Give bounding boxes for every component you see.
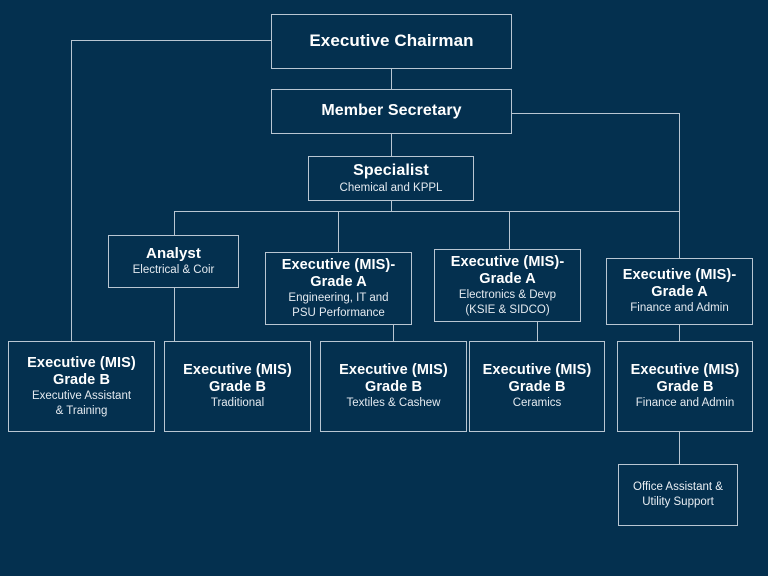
node-title-line1: Executive (MIS)- — [622, 266, 737, 283]
node-subtitle-line1: Textiles & Cashew — [346, 397, 441, 410]
node-subtitle: Chemical and KPPL — [339, 181, 443, 194]
node-title-line1: Executive (MIS) — [339, 361, 448, 378]
node-executive-chairman[interactable]: Executive Chairman — [271, 14, 512, 69]
connector-bus-drop-ga2 — [509, 211, 510, 252]
node-title-line2: Grade B — [364, 379, 423, 396]
node-subtitle-line1: Ceramics — [512, 397, 562, 410]
node-executive-mis-grade-b-executive-assistant[interactable]: Executive (MIS) Grade B Executive Assist… — [8, 341, 155, 432]
connector-ga3-to-gb5 — [679, 325, 680, 341]
node-subtitle-line1: Engineering, IT and — [288, 291, 389, 304]
node-subtitle-line2: (KSIE & SIDCO) — [465, 303, 550, 316]
node-executive-mis-grade-b-traditional[interactable]: Executive (MIS) Grade B Traditional — [164, 341, 311, 432]
node-title: Analyst — [146, 245, 201, 263]
node-subtitle-line1: Executive Assistant — [31, 389, 132, 402]
node-title-line1: Executive (MIS) — [183, 361, 292, 378]
node-subtitle-line2: PSU Performance — [292, 306, 385, 319]
node-title: Specialist — [353, 161, 429, 179]
connector-bus-drop-ga3 — [679, 211, 680, 258]
node-subtitle-line1: Office Assistant & — [633, 481, 723, 494]
node-subtitle-line1: Finance and Admin — [630, 302, 729, 315]
node-title-line1: Executive (MIS)- — [281, 256, 396, 273]
node-title-line2: Grade A — [479, 270, 536, 287]
node-title-line1: Executive (MIS) — [630, 361, 740, 378]
node-title: Executive Chairman — [309, 31, 474, 51]
connector-member-secretary-right-vertical — [679, 113, 680, 258]
node-executive-mis-grade-a-engineering[interactable]: Executive (MIS)- Grade A Engineering, IT… — [265, 252, 412, 325]
node-title-line2: Grade B — [508, 379, 566, 396]
node-subtitle-line1: Finance and Admin — [635, 397, 735, 410]
connector-chair-left-vertical — [71, 40, 72, 341]
connector-bus-drop-ga1 — [338, 211, 339, 252]
node-title-line2: Grade B — [656, 379, 714, 396]
connector-specialist-stem — [391, 201, 392, 212]
connector-chair-to-member-secretary — [391, 69, 392, 91]
node-subtitle-line1: Traditional — [210, 397, 265, 410]
connector-specialist-bus — [174, 211, 680, 212]
node-executive-mis-grade-b-textiles[interactable]: Executive (MIS) Grade B Textiles & Cashe… — [320, 341, 467, 432]
node-analyst[interactable]: Analyst Electrical & Coir — [108, 235, 239, 288]
node-title-line2: Grade A — [310, 273, 367, 290]
connector-member-secretary-right-horizontal — [511, 113, 680, 114]
node-title-line2: Grade B — [52, 371, 111, 388]
node-title-line2: Grade B — [208, 379, 267, 396]
node-executive-mis-grade-b-finance[interactable]: Executive (MIS) Grade B Finance and Admi… — [617, 341, 753, 432]
node-executive-mis-grade-b-ceramics[interactable]: Executive (MIS) Grade B Ceramics — [469, 341, 605, 432]
connector-analyst-to-gb2 — [174, 288, 175, 341]
connector-member-secretary-to-specialist — [391, 134, 392, 156]
node-subtitle-line2: Utility Support — [642, 496, 714, 508]
node-subtitle-line1: Electronics & Devp — [458, 288, 557, 301]
connector-bus-drop-analyst — [174, 211, 175, 235]
node-subtitle: Electrical & Coir — [132, 263, 215, 276]
node-title-line2: Grade A — [651, 284, 708, 301]
node-title-line1: Executive (MIS) — [27, 354, 136, 371]
node-title-line1: Executive (MIS)- — [450, 253, 565, 270]
connector-ga1-to-gb3 — [393, 325, 394, 341]
node-subtitle-line2: & Training — [55, 404, 108, 417]
node-executive-mis-grade-a-finance[interactable]: Executive (MIS)- Grade A Finance and Adm… — [606, 258, 753, 325]
node-specialist[interactable]: Specialist Chemical and KPPL — [308, 156, 474, 201]
connector-ga2-to-gb4 — [537, 322, 538, 341]
connector-gb5-to-office-assistant — [679, 432, 680, 464]
node-title-line1: Executive (MIS) — [482, 361, 592, 378]
connector-chair-left-horizontal — [71, 40, 272, 41]
node-executive-mis-grade-a-electronics[interactable]: Executive (MIS)- Grade A Electronics & D… — [434, 249, 581, 322]
node-office-assistant-utility-support[interactable]: Office Assistant & Utility Support — [618, 464, 738, 526]
node-member-secretary[interactable]: Member Secretary — [271, 89, 512, 134]
node-title: Member Secretary — [321, 102, 462, 120]
